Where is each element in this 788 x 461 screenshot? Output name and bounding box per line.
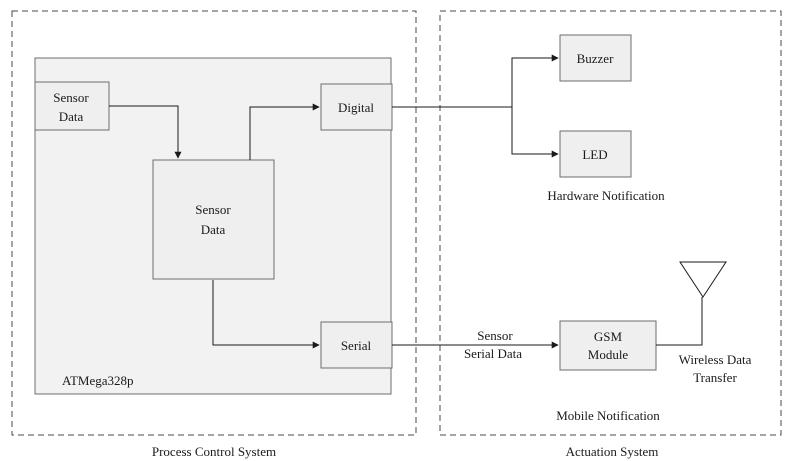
wireless-label-line2: Transfer	[693, 370, 737, 385]
connector-gsm-to-antenna	[656, 297, 703, 346]
sensor-input-block: Sensor Data	[34, 81, 110, 131]
gsm-line1: GSM	[594, 329, 623, 344]
connector-to-buzzer	[511, 54, 559, 107]
sensor-input-line1: Sensor	[53, 90, 89, 105]
actuation-region	[439, 10, 782, 436]
digital-label: Digital	[338, 100, 374, 115]
led-label: LED	[582, 147, 607, 162]
buzzer-label: Buzzer	[577, 51, 614, 66]
connector-to-led	[511, 107, 559, 158]
serial-block: Serial	[320, 321, 393, 369]
connector-processor-to-serial	[212, 280, 320, 349]
sensor-processor-line2: Data	[201, 222, 226, 237]
process-control-region	[11, 10, 417, 436]
connector-processor-to-digital	[249, 103, 320, 160]
sensor-processor-line1: Sensor	[195, 202, 231, 217]
digital-block: Digital	[320, 83, 393, 131]
mobile-notification-label: Mobile Notification	[556, 408, 660, 423]
hardware-notification-label: Hardware Notification	[547, 188, 665, 203]
serial-label: Serial	[341, 338, 372, 353]
sensor-processor-block: Sensor Data	[152, 159, 275, 280]
serial-data-label-line2: Serial Data	[464, 346, 522, 361]
process-control-label: Process Control System	[152, 444, 276, 459]
led-block: LED	[559, 130, 632, 178]
sensor-input-line2: Data	[59, 109, 84, 124]
actuation-label: Actuation System	[566, 444, 659, 459]
wireless-label-line1: Wireless Data	[679, 352, 752, 367]
gsm-line2: Module	[588, 347, 629, 362]
microcontroller-label: ATMega328p	[62, 373, 134, 388]
serial-data-label-line1: Sensor	[477, 328, 513, 343]
connector-input-to-processor	[109, 105, 182, 159]
antenna-icon	[679, 261, 727, 298]
buzzer-block: Buzzer	[559, 34, 632, 82]
gsm-module-block: GSM Module	[559, 320, 657, 371]
